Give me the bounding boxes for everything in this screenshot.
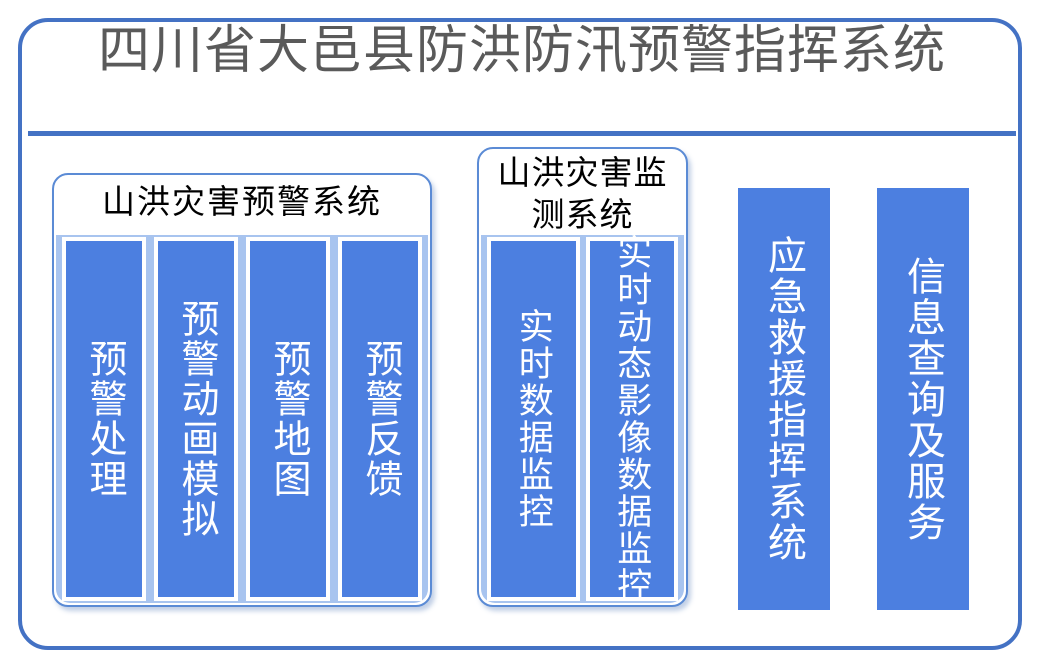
panel-warning-system-body: 预警处理 预警动画模拟 预警地图 预警反馈 bbox=[56, 235, 428, 603]
page-title: 四川省大邑县防洪防汛预警指挥系统 bbox=[97, 22, 946, 80]
module-label: 预警反馈 bbox=[359, 339, 401, 499]
module-label: 预警地图 bbox=[267, 339, 309, 499]
module-warning-animation-simulation[interactable]: 预警动画模拟 bbox=[154, 237, 238, 601]
module-warning-feedback[interactable]: 预警反馈 bbox=[338, 237, 422, 601]
panel-monitoring-system-title: 山洪灾害监测系统 bbox=[497, 156, 668, 234]
module-label: 信息查询及服务 bbox=[901, 255, 945, 543]
module-emergency-rescue-command-system[interactable]: 应急救援指挥系统 bbox=[738, 188, 830, 610]
module-realtime-data-monitoring[interactable]: 实时数据监控 bbox=[487, 237, 580, 601]
module-warning-map[interactable]: 预警地图 bbox=[246, 237, 330, 601]
header-divider bbox=[28, 131, 1016, 136]
module-realtime-dynamic-image-data-monitoring[interactable]: 实时动态影像数据监控 bbox=[585, 234, 678, 604]
module-label: 预警动画模拟 bbox=[175, 299, 217, 539]
panel-monitoring-system[interactable]: 山洪灾害监测系统 实时数据监控 实时动态影像数据监控 bbox=[477, 147, 688, 607]
panel-monitoring-system-body: 实时数据监控 实时动态影像数据监控 bbox=[481, 234, 684, 604]
module-label: 应急救援指挥系统 bbox=[762, 235, 806, 563]
panel-warning-system-title: 山洪灾害预警系统 bbox=[102, 185, 382, 221]
module-label: 预警处理 bbox=[83, 339, 125, 499]
module-warning-processing[interactable]: 预警处理 bbox=[62, 237, 146, 601]
module-information-query-and-service[interactable]: 信息查询及服务 bbox=[877, 188, 969, 610]
module-label: 实时动态影像数据监控 bbox=[612, 234, 652, 604]
module-label: 实时数据监控 bbox=[513, 308, 553, 530]
panel-warning-system[interactable]: 山洪灾害预警系统 预警处理 预警动画模拟 预警地图 预警反馈 bbox=[52, 173, 432, 607]
